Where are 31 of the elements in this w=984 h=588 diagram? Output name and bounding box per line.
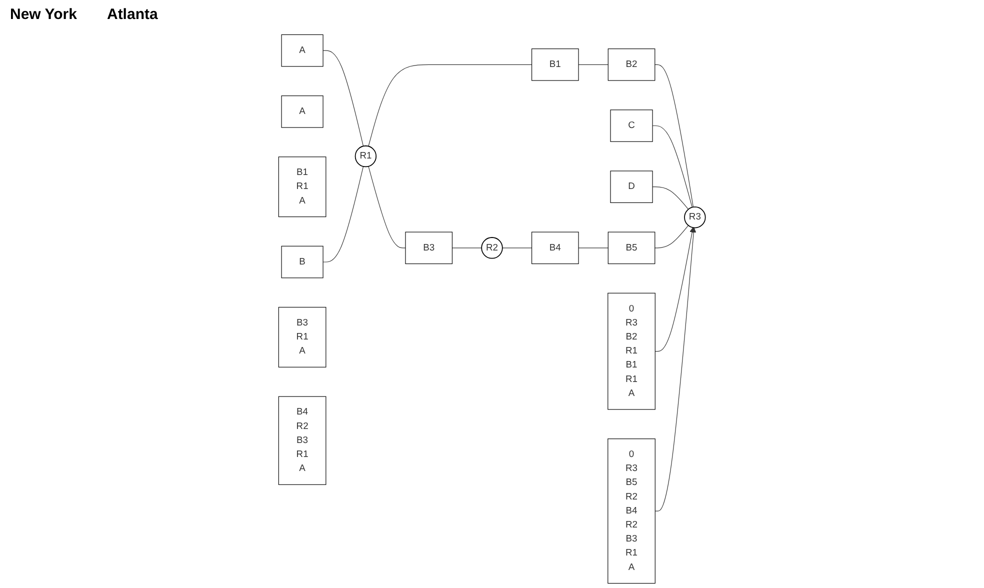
connector [652, 125, 692, 208]
node-box: A [281, 96, 324, 128]
node-box: 0 R3 B5 R2 B4 R2 B3 R1 A [608, 438, 656, 584]
node-box: B2 [608, 48, 656, 81]
node-box: C [610, 110, 653, 142]
place-label: New York [10, 6, 77, 23]
node-box: B3 R1 A [278, 306, 326, 368]
connector [578, 64, 608, 65]
connector [654, 225, 689, 248]
node-box: 0 R3 B2 R1 B1 R1 A [608, 292, 656, 410]
connector [652, 186, 689, 210]
node-circle: R2 [481, 237, 503, 259]
node-box: A [281, 34, 324, 67]
node-box: B3 [405, 232, 453, 264]
connector [322, 50, 364, 146]
node-box: B [281, 246, 324, 278]
connector [322, 166, 364, 262]
connector [368, 64, 532, 147]
node-box: B1 [531, 48, 579, 81]
node-box: B1 R1 A [278, 156, 326, 218]
node-box: B5 [608, 232, 656, 264]
node-box: B4 R2 B3 R1 A [278, 396, 326, 485]
arrow [654, 228, 696, 512]
node-box: B4 [531, 232, 579, 264]
arrow [654, 227, 695, 352]
node-box: D [610, 170, 653, 203]
node-circle: R1 [354, 145, 377, 168]
connector [368, 166, 406, 248]
node-circle: R3 [684, 206, 706, 228]
connector [654, 64, 694, 208]
place-label: Atlanta [106, 6, 158, 23]
